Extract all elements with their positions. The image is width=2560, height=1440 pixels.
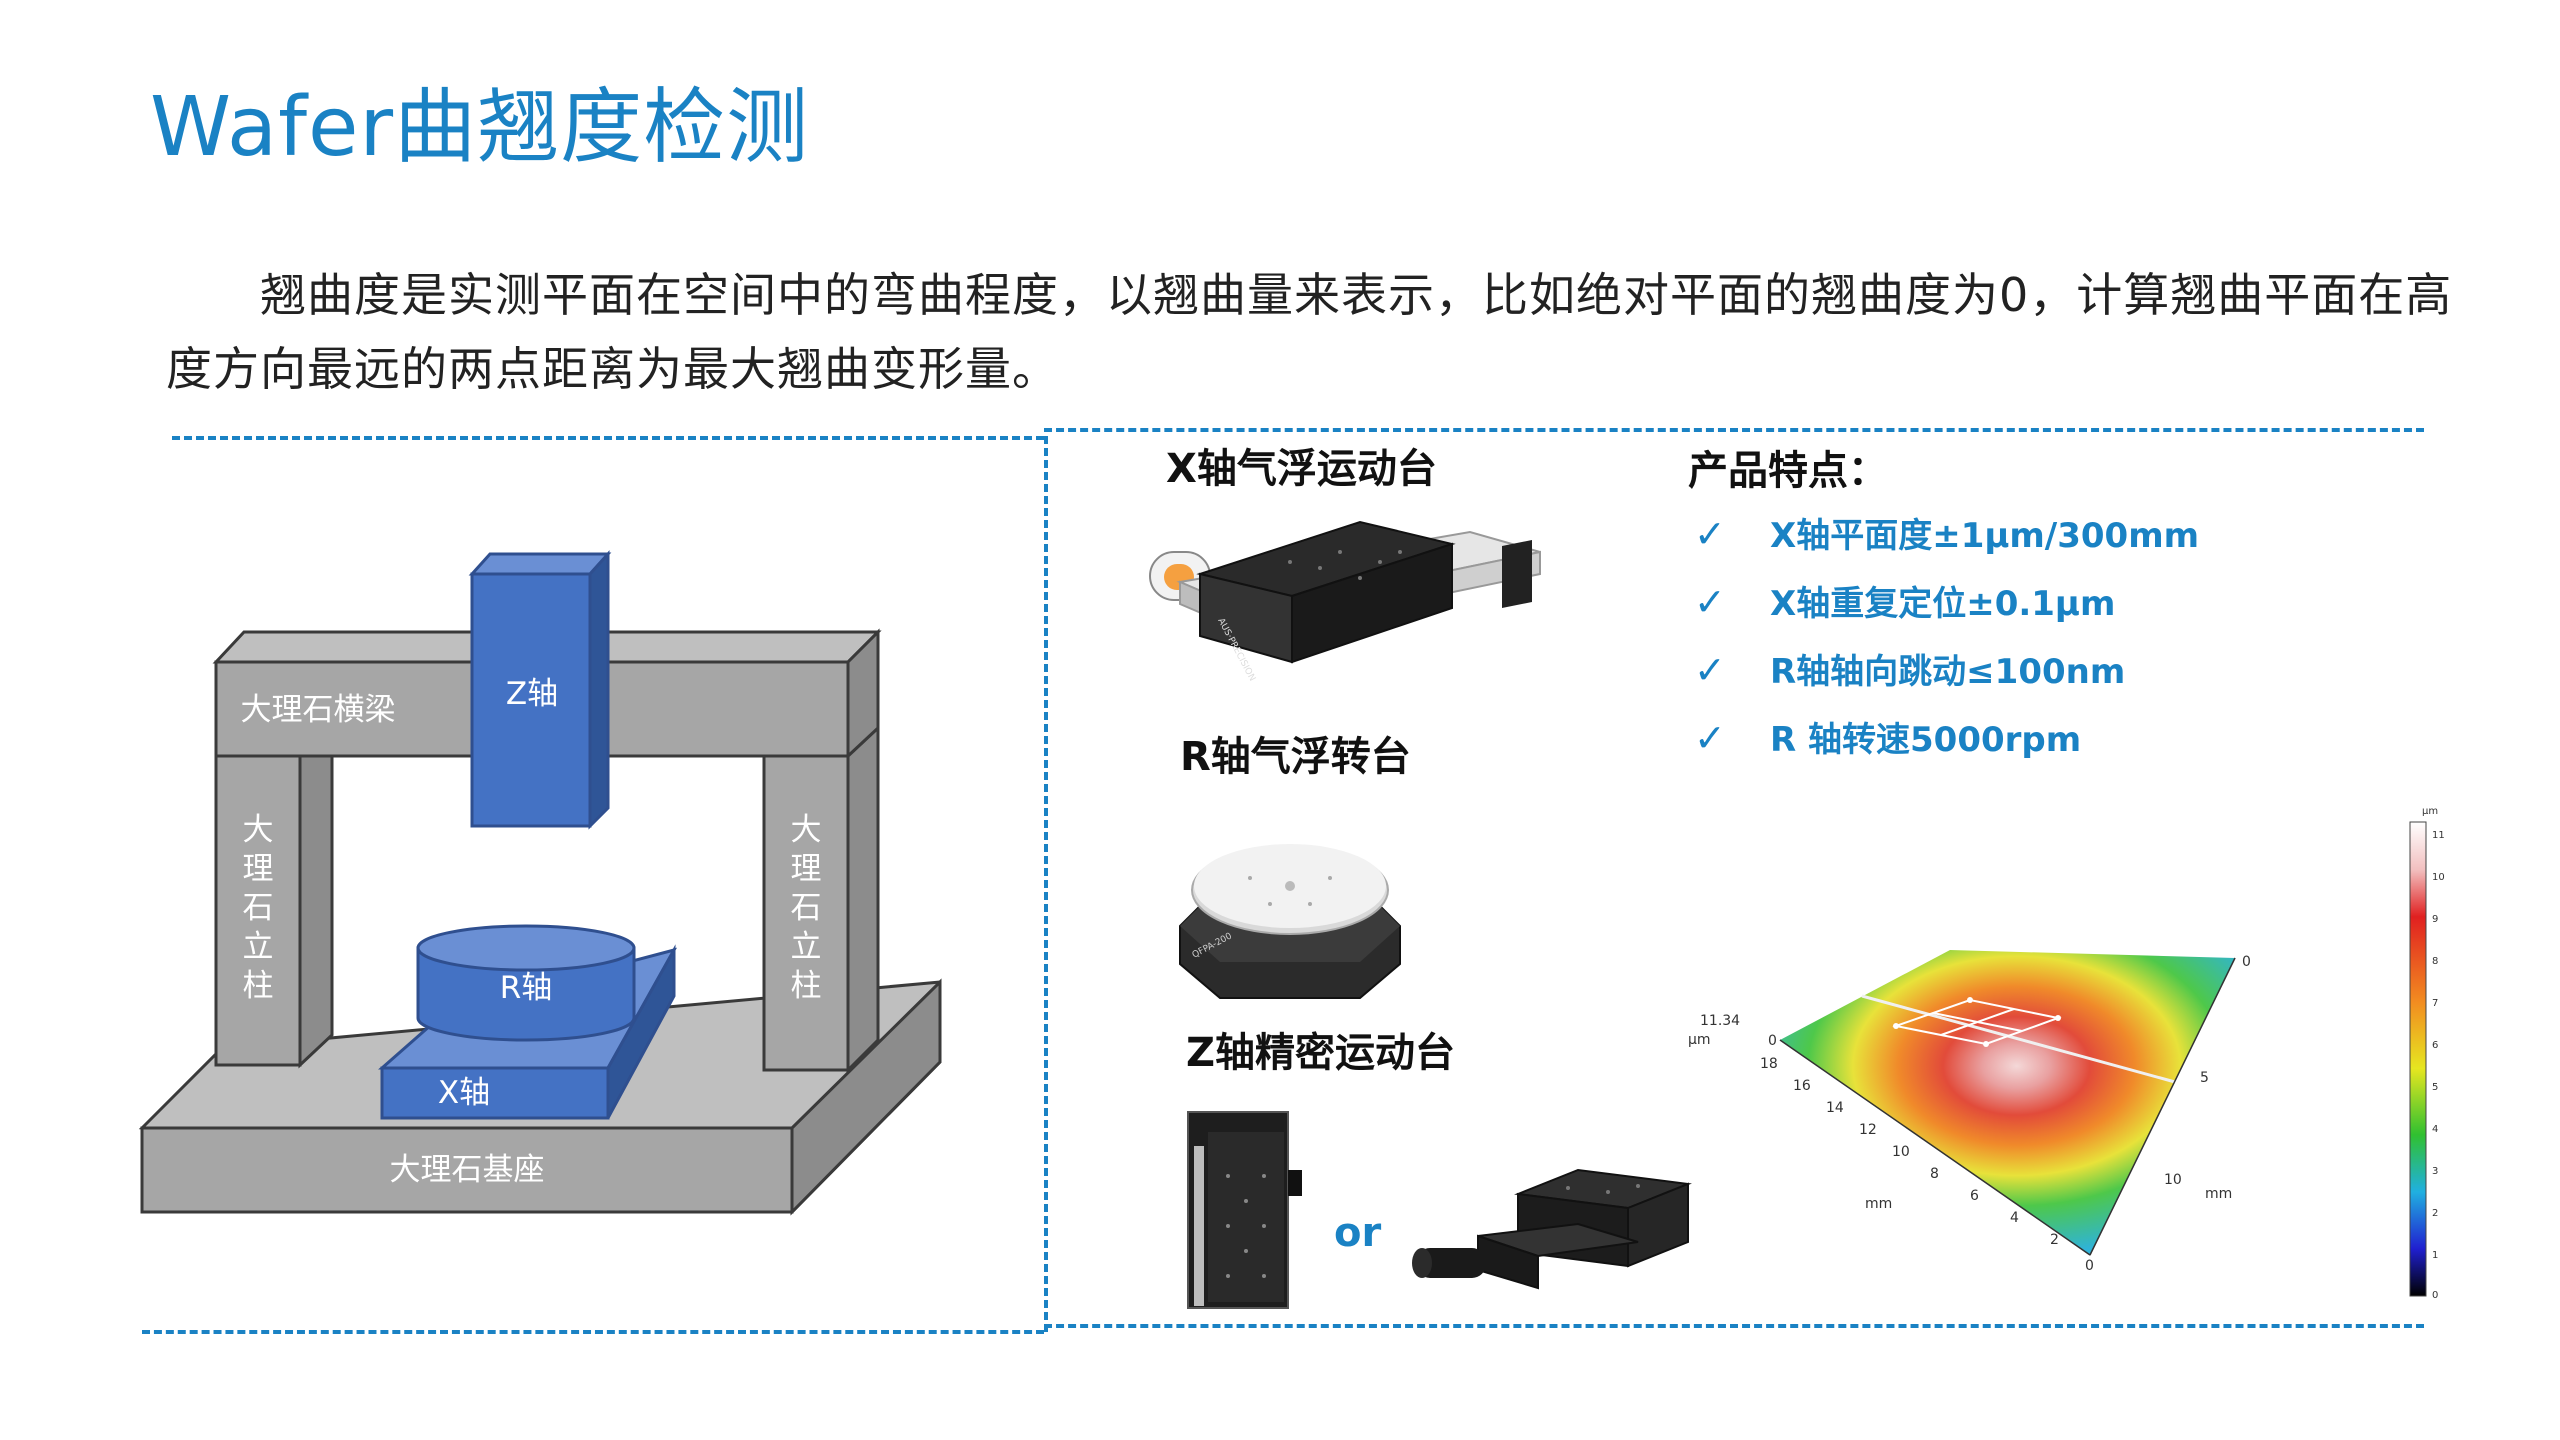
- intro-paragraph: 翘曲度是实测平面在空间中的弯曲程度，以翘曲量来表示，比如绝对平面的翘曲度为0，计…: [166, 268, 2453, 396]
- svg-text:8: 8: [2432, 956, 2438, 967]
- svg-text:1: 1: [2432, 1250, 2438, 1261]
- svg-text:7: 7: [2432, 998, 2438, 1009]
- right-column-side: [846, 724, 880, 1074]
- warpage-surface: [1780, 950, 2235, 1255]
- machine-structure-diagram: 大理石横梁 Z轴 R轴 X轴 大理石基座 大理石立柱 大理石立柱: [138, 550, 942, 1216]
- svg-text:6: 6: [2432, 1040, 2438, 1051]
- svg-text:6: 6: [1970, 1188, 1979, 1204]
- svg-text:9: 9: [2432, 914, 2438, 925]
- z-min-label: 0: [1768, 1033, 1777, 1049]
- svg-text:3: 3: [2432, 1166, 2438, 1177]
- dashed-divider-top-left: [172, 436, 1044, 440]
- svg-text:0: 0: [2085, 1258, 2094, 1274]
- z-axis-top: [468, 552, 612, 576]
- r-rotary-stage-image: QFPA-200: [1179, 844, 1401, 999]
- right-column-label: 大理石立柱: [791, 812, 822, 1004]
- r-axis-body: [416, 946, 636, 1042]
- feature-item: ✓R 轴转速5000rpm: [1694, 716, 2082, 760]
- svg-text:2: 2: [2050, 1232, 2059, 1248]
- r-stage-title: R轴气浮转台: [1180, 734, 1411, 780]
- svg-text:4: 4: [2432, 1124, 2438, 1135]
- svg-text:18: 18: [1760, 1056, 1778, 1072]
- beam-side-face: [846, 628, 880, 760]
- z-axis-label: Z轴: [506, 676, 558, 712]
- measure-line: [1861, 994, 2176, 1084]
- svg-text:5: 5: [2432, 1082, 2438, 1093]
- check-icon: ✓: [1694, 648, 1726, 692]
- feature-item: ✓X轴平面度±1μm/300mm: [1694, 512, 2200, 556]
- svg-text:0: 0: [2242, 954, 2251, 970]
- svg-text:2: 2: [2432, 1208, 2438, 1219]
- check-icon: ✓: [1694, 512, 1726, 556]
- dashed-divider-top-right: [1044, 428, 2424, 432]
- svg-text:14: 14: [1826, 1100, 1844, 1116]
- check-icon: ✓: [1694, 580, 1726, 624]
- dashed-divider-vertical: [1044, 436, 1048, 1332]
- z-unit-label: μm: [1688, 1032, 1711, 1048]
- y-unit-label: mm: [2205, 1186, 2232, 1202]
- z-linear-stage-image: [1412, 1168, 1692, 1290]
- r-axis-label: R轴: [500, 970, 553, 1006]
- base-side-face: [790, 978, 942, 1216]
- feature-item: ✓X轴重复定位±0.1μm: [1694, 580, 2116, 624]
- dashed-divider-bottom-right: [1044, 1324, 2424, 1328]
- x-stage-title: X轴气浮运动台: [1166, 446, 1437, 492]
- page-title: Wafer曲翘度检测: [150, 80, 810, 175]
- dashed-divider-bottom-left: [142, 1330, 1044, 1334]
- z-axis-side: [588, 550, 610, 830]
- colorbar-tick-labels: 11 10 9 8 7 6 5 4 3 2 1 0: [2432, 830, 2445, 1301]
- z-max-label: 11.34: [1700, 1013, 1740, 1029]
- svg-text:8: 8: [1930, 1166, 1939, 1182]
- y-tick-labels: 0 5 10: [2164, 954, 2251, 1188]
- base-label: 大理石基座: [390, 1152, 545, 1188]
- r-axis-top: [416, 924, 636, 972]
- or-label: or: [1334, 1210, 1382, 1256]
- svg-text:5: 5: [2200, 1070, 2209, 1086]
- x-axis-label: X轴: [438, 1075, 490, 1111]
- left-column-label: 大理石立柱: [243, 812, 274, 1004]
- feature-item: ✓R轴轴向跳动≤100nm: [1694, 648, 2126, 692]
- colorbar-unit: μm: [2422, 806, 2438, 817]
- beam-label: 大理石横梁: [241, 692, 396, 728]
- warpage-3d-plot: 11.34 0 μm 18 16 14 12 10 8 6 4 2 0 mm 0…: [1688, 806, 2445, 1301]
- x-axis-side: [606, 944, 676, 1119]
- svg-text:10: 10: [2432, 872, 2445, 883]
- x-air-bearing-stage-image: AUS·PRECISION: [1149, 520, 1541, 683]
- x-unit-label: mm: [1865, 1196, 1892, 1212]
- svg-text:0: 0: [2432, 1290, 2438, 1301]
- svg-text:16: 16: [1793, 1078, 1811, 1094]
- check-icon: ✓: [1694, 716, 1726, 760]
- svg-text:10: 10: [2164, 1172, 2182, 1188]
- svg-text:11: 11: [2432, 830, 2445, 841]
- features-title: 产品特点：: [1688, 448, 1888, 494]
- z-vertical-stage-image: [1187, 1111, 1302, 1309]
- svg-text:12: 12: [1859, 1122, 1877, 1138]
- x-axis-front: [380, 1066, 610, 1120]
- svg-text:4: 4: [2010, 1210, 2019, 1226]
- z-stage-title: Z轴精密运动台: [1186, 1030, 1456, 1076]
- x-tick-labels: 18 16 14 12 10 8 6 4 2 0: [1760, 1056, 2094, 1274]
- svg-text:10: 10: [1892, 1144, 1910, 1160]
- colorbar: [2409, 821, 2427, 1297]
- left-column-side: [298, 724, 334, 1069]
